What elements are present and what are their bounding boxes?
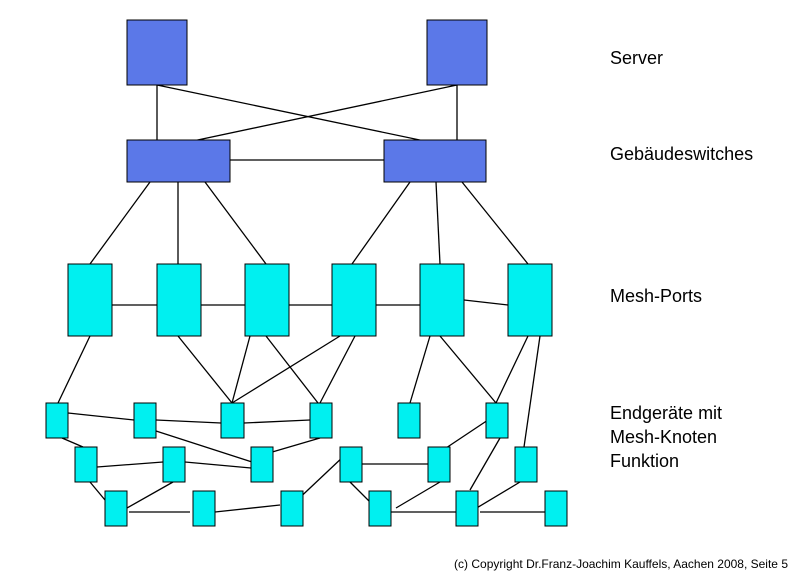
link [231,335,251,404]
link [119,481,174,513]
server-node [126,19,188,86]
link [177,335,233,404]
label-endgeraete-line1: Endgeräte mit [610,403,723,423]
end-device-node [309,402,333,439]
mesh-port-node [244,263,290,337]
servers [126,19,488,86]
end-device-node [220,402,245,439]
label-endgeraete-line3: Funktion [610,451,680,471]
mesh-port-node [67,263,113,337]
switch-node [126,139,231,183]
link [214,504,281,513]
link [155,430,253,463]
link [159,84,458,149]
link [96,461,164,468]
link [469,437,501,491]
link [495,335,529,404]
link [57,335,91,404]
link [523,335,541,448]
link [155,419,222,424]
link [265,335,319,404]
mesh-port-node [419,263,465,337]
link [67,412,135,421]
mesh-ports [67,263,553,337]
end-devices [45,402,568,527]
end-device-node [280,490,304,527]
end-device-node [544,490,568,527]
switches [126,139,487,183]
link [184,461,252,469]
server-node [426,19,488,86]
end-device-node [514,446,538,483]
end-device-node [104,490,128,527]
mesh-port-node [507,263,553,337]
copyright-text: (c) Copyright Dr.Franz-Joachim Kauffels,… [454,557,788,571]
end-device-node [192,490,216,527]
link [243,419,311,424]
link [231,335,341,404]
end-device-node [250,446,274,483]
link [463,299,509,306]
link [351,181,411,265]
mesh-port-node [156,263,202,337]
label-server: Server [610,48,664,68]
link [435,181,441,265]
link [409,335,431,404]
link [61,437,84,448]
mesh-port-node [331,263,377,337]
end-device-node [397,402,421,439]
end-device-node [485,402,509,439]
end-device-node [427,446,451,483]
switch-node [383,139,487,183]
label-endgeraete-line2: Mesh-Knoten [610,427,718,447]
link [204,181,267,265]
label-mesh-ports: Mesh-Ports [610,286,703,306]
link [439,335,497,404]
end-device-node [133,402,157,439]
label-switches: Gebäudeswitches [610,144,754,164]
end-device-node [455,490,479,527]
end-device-node [74,446,98,483]
link [461,181,529,265]
link [89,181,151,265]
end-device-node [339,446,363,483]
end-device-node [45,402,69,439]
link [319,335,356,404]
end-device-node [368,490,392,527]
link [395,481,441,509]
end-device-node [162,446,186,483]
